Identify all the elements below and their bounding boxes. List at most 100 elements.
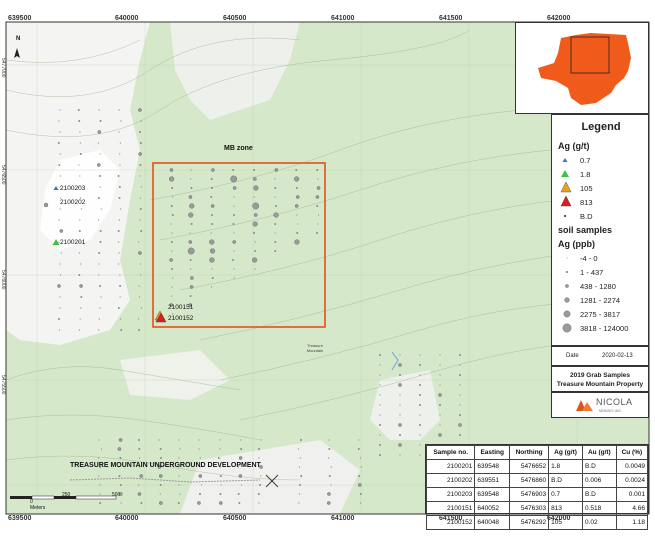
soil-sample-point [190, 223, 193, 225]
soil-sample-point [159, 448, 162, 450]
soil-sample-point [219, 448, 221, 450]
soil-sample-point [379, 394, 381, 396]
soil-sample-point [299, 484, 302, 486]
soil-sample-point [252, 221, 258, 227]
soil-sample-point [138, 241, 140, 243]
soil-sample-point [190, 268, 192, 270]
legend-red-triangle-icon [560, 196, 572, 207]
easting-label: 640000 [115, 15, 139, 22]
soil-sample-point [138, 251, 142, 255]
soil-sample-point [59, 153, 61, 155]
table-cell: B.D [581, 487, 617, 502]
legend-orange-triangle-icon [560, 182, 572, 193]
soil-sample-point [211, 214, 214, 216]
table-row: 2100201 639548 5476652 1.8 B.D 0.0049 [425, 459, 649, 474]
table-header-row: Sample no. Easting Northing Ag (g/t) Au … [425, 445, 649, 460]
sample-2100151-marker [155, 312, 167, 323]
soil-sample-point [326, 501, 331, 505]
table-cell: 639548 [474, 459, 511, 474]
soil-sample-point [328, 448, 331, 450]
soil-sample-point [118, 475, 121, 477]
soil-sample-point [177, 502, 180, 504]
soil-sample-point [98, 263, 100, 265]
sample-label: 2100202 [60, 199, 86, 206]
soil-sample-point [317, 223, 319, 225]
table-header: Au (g/t) [581, 445, 617, 460]
soil-sample-point [459, 354, 461, 356]
soil-sample-point [254, 268, 256, 270]
soil-sample-point [57, 142, 60, 144]
soil-sample-point [170, 205, 173, 207]
soil-sample-point [438, 433, 442, 437]
soil-sample-point [419, 444, 421, 446]
soil-sample-point [190, 187, 193, 189]
soil-sample-point [237, 466, 240, 468]
soil-sample-point [274, 168, 279, 172]
soil-sample-point [97, 130, 102, 134]
date-value: 2020-02-13 [602, 353, 633, 359]
soil-sample-point [59, 296, 61, 298]
soil-sample-point [357, 448, 360, 450]
soil-sample-point [251, 257, 258, 263]
soil-sample-point [274, 232, 276, 234]
soil-sample-point [138, 466, 140, 468]
soil-sample-point [200, 484, 202, 486]
table-cell: 5476292 [509, 515, 550, 530]
soil-sample-point [253, 213, 258, 217]
soil-sample-point [233, 232, 235, 234]
development-line [69, 477, 261, 483]
soil-sample-point [219, 493, 222, 495]
table-cell: 0.518 [581, 501, 617, 516]
map-title-line1: 2019 Grab Samples [570, 372, 630, 379]
table-cell: 5476903 [509, 487, 550, 502]
soil-sample-point [80, 263, 82, 265]
soil-sample-point [139, 274, 142, 276]
soil-sample-point [78, 164, 80, 166]
soil-sample-point [209, 257, 215, 263]
soil-sample-point [300, 475, 303, 477]
treasure-mountain-label: Treasure Mountain [306, 343, 324, 353]
table-row: 2100203 639548 5476903 0.7 B.D 0.001 [425, 487, 649, 502]
soil-sample-point [78, 120, 81, 122]
soil-sample-point [379, 384, 381, 386]
table-cell: 0.0049 [615, 459, 649, 474]
soil-sample-point [100, 448, 103, 450]
easting-label: 640500 [223, 515, 247, 522]
soil-sample-point [258, 448, 261, 450]
legend-panel: Legend Ag (g/t) 0.7 1.8 105 813 B.D soil… [551, 114, 649, 346]
table-cell: 5476303 [509, 501, 550, 516]
soil-sample-point [79, 219, 81, 221]
legend-title: Legend [581, 121, 621, 133]
legend-blue-triangle-icon [562, 158, 568, 162]
logo-name: NICOLA [596, 397, 633, 407]
soil-sample-point [58, 219, 60, 221]
soil-sample-point [59, 109, 61, 111]
soil-sample-point [399, 374, 401, 376]
creek [391, 351, 399, 371]
soil-sample-point [259, 484, 262, 486]
soil-sample-point [189, 295, 192, 297]
soil-sample-point [190, 178, 192, 180]
soil-sample-point [117, 307, 120, 309]
soil-sample-point [79, 153, 82, 155]
soil-sample-point [294, 204, 299, 208]
soil-sample-point [240, 439, 242, 441]
table-cell: 2100201 [425, 459, 476, 474]
soil-sample-point [197, 501, 201, 505]
soil-sample-point [316, 169, 319, 171]
soil-sample-point [232, 169, 235, 171]
soil-sample-point [138, 285, 140, 287]
soil-sample-point [238, 502, 241, 504]
soil-sample-point [379, 374, 381, 376]
soil-sample-point [171, 187, 174, 189]
soil-sample-point [117, 230, 120, 232]
soil-sample-point [232, 259, 235, 261]
easting-label: 641000 [331, 15, 355, 22]
soil-sample-point [328, 475, 331, 477]
soil-sample-point [58, 164, 61, 166]
soil-sample-point [298, 466, 301, 468]
table-row: 2100152 640048 5476292 105 0.02 1.18 [425, 515, 649, 530]
soil-sample-point [170, 241, 173, 243]
table-cell: 0.001 [615, 487, 649, 502]
soil-sample-point [139, 175, 141, 177]
